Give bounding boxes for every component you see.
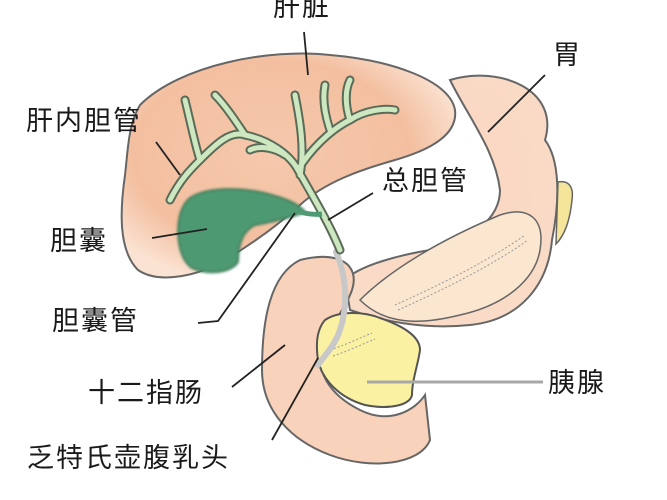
pancreatic-duct-head bbox=[329, 332, 376, 357]
leader-stomach bbox=[487, 74, 546, 133]
distal-common-bile-duct bbox=[315, 249, 349, 368]
label-stomach: 胃 bbox=[553, 40, 582, 71]
label-cystic-duct: 胆囊管 bbox=[52, 306, 139, 337]
pancreatic-duct-lines bbox=[394, 234, 529, 311]
label-duodenum: 十二指肠 bbox=[88, 378, 204, 409]
pancreas-body bbox=[358, 211, 542, 322]
stomach-edge-tissue bbox=[555, 180, 574, 246]
label-liver: 肝脏 bbox=[273, 0, 331, 23]
leader-common-bile-duct bbox=[327, 192, 374, 221]
label-ampulla-of-vater: 乏特氏壶腹乳头 bbox=[27, 443, 230, 474]
leader-cystic-duct bbox=[197, 212, 296, 324]
cystic-duct bbox=[299, 209, 323, 217]
leader-gallbladder bbox=[151, 228, 208, 239]
leader-liver bbox=[303, 31, 309, 76]
intrahepatic-bile-ducts bbox=[165, 75, 400, 255]
leader-duodenum bbox=[231, 344, 286, 388]
leader-intrahepatic-duct bbox=[155, 141, 181, 176]
gallbladder bbox=[177, 188, 307, 274]
label-intrahepatic-bile-duct: 肝内胆管 bbox=[26, 106, 142, 137]
leader-lines bbox=[151, 31, 546, 441]
label-pancreas: 胰腺 bbox=[548, 368, 606, 399]
label-common-bile-duct: 总胆管 bbox=[382, 166, 469, 197]
leader-ampulla bbox=[271, 357, 319, 441]
label-gallbladder: 胆囊 bbox=[50, 226, 108, 257]
